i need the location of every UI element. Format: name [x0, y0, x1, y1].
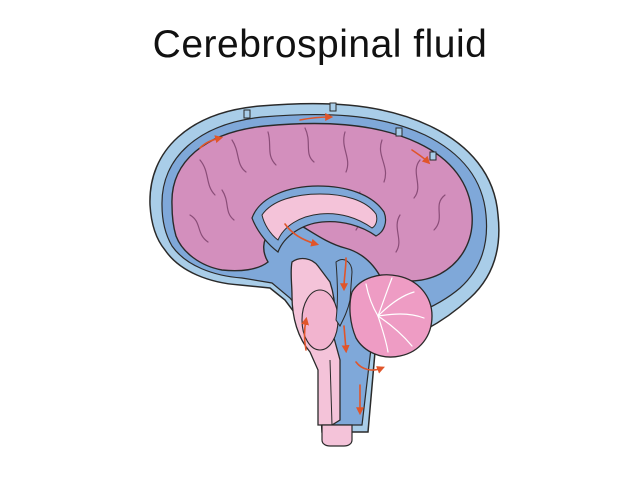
flow-arrow [301, 316, 309, 351]
csf-flow-arrows [199, 113, 431, 416]
slide-title: Cerebrospinal fluid [152, 23, 488, 66]
flow-arrow [284, 223, 320, 247]
fourth-ventricle [335, 259, 353, 327]
flow-arrow [299, 113, 334, 122]
flow-arrow [340, 257, 349, 292]
flow-arrow [199, 135, 224, 149]
flow-arrow [411, 149, 431, 165]
flow-arrow [355, 361, 385, 374]
spinal-canal [329, 359, 333, 426]
arachnoid-granulations [243, 102, 437, 161]
flow-arrow [341, 325, 350, 354]
pons [301, 289, 339, 351]
corpus-callosum [261, 193, 378, 241]
cerebellum [349, 274, 433, 358]
cortex-sulci [189, 127, 446, 253]
spinal-cord-tip [321, 424, 353, 447]
